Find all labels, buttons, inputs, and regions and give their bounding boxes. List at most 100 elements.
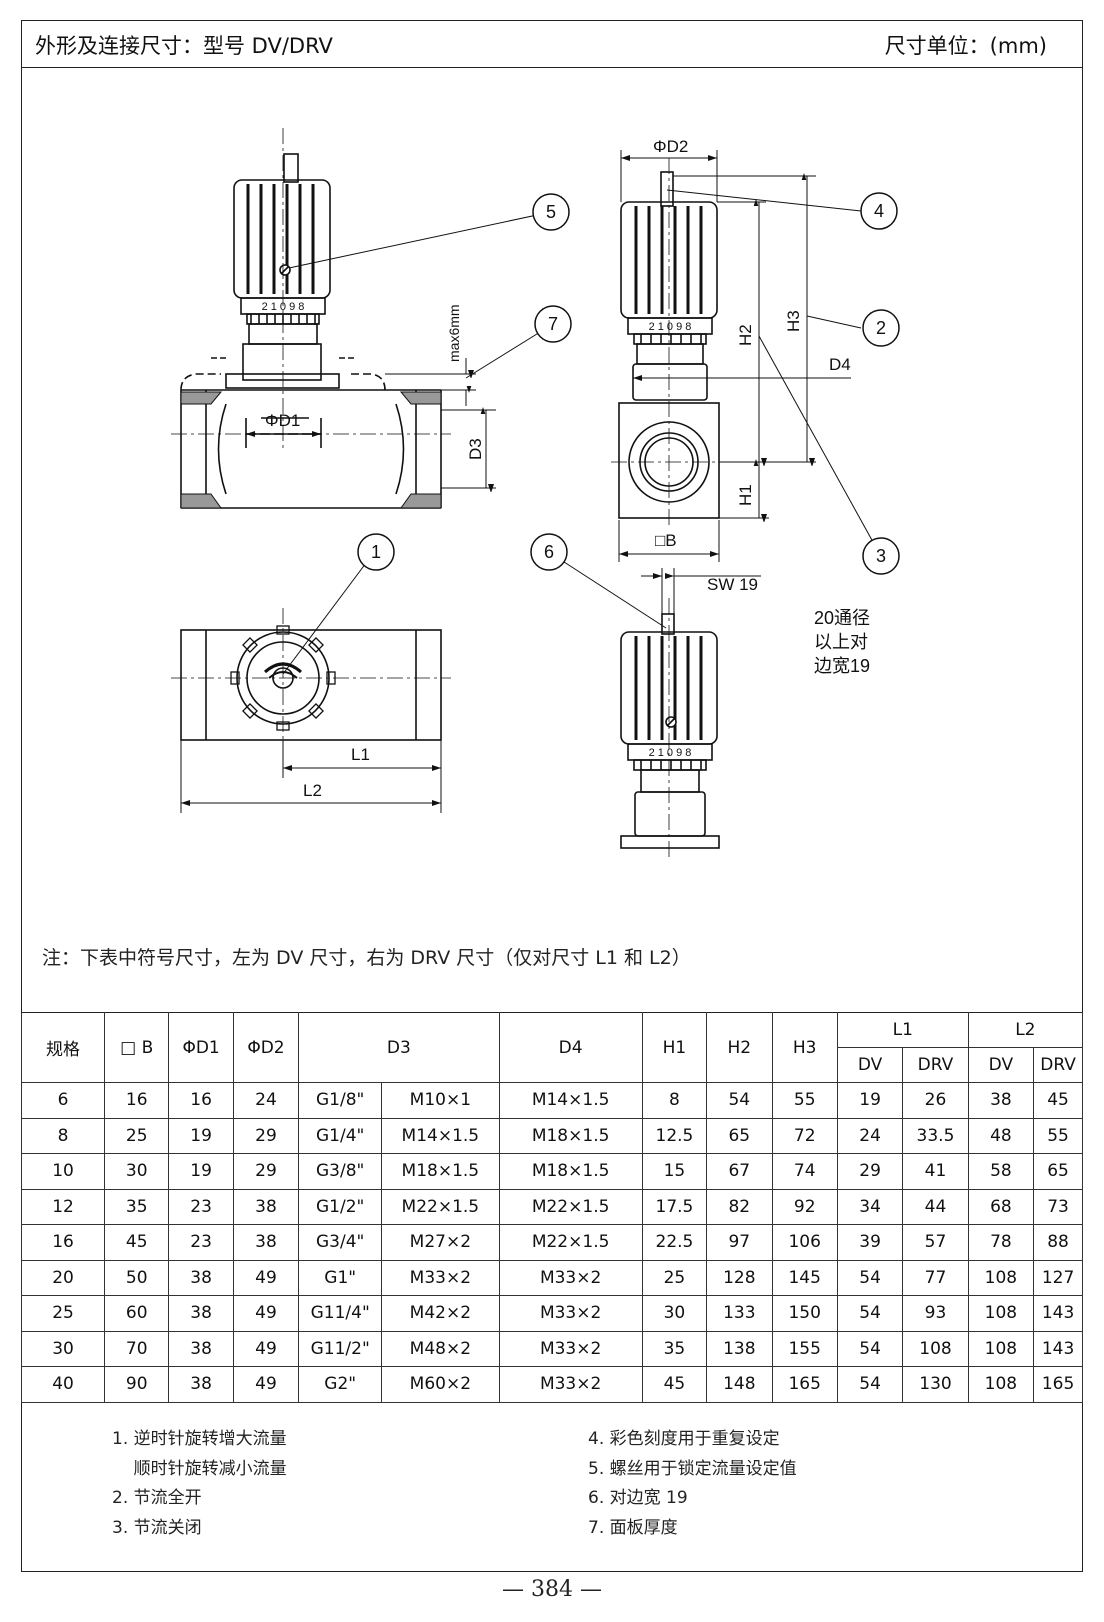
table-cell: 41	[902, 1153, 969, 1190]
table-cell: M18×1.5	[498, 1153, 643, 1190]
table-cell: G1/4"	[298, 1117, 383, 1154]
th-L1-DV: DV	[836, 1047, 904, 1083]
table-cell: 38	[967, 1082, 1035, 1119]
callout-6	[530, 533, 568, 571]
table-cell: 77	[902, 1259, 969, 1296]
table-cell: G2"	[298, 1366, 383, 1403]
table-cell: 150	[771, 1295, 838, 1332]
table-cell: 54	[836, 1366, 904, 1403]
table-cell: 35	[641, 1330, 708, 1367]
legend-item-6: 6. 对边宽 19	[588, 1488, 688, 1508]
table-cell: 25	[104, 1117, 170, 1154]
table-cell: 48	[967, 1117, 1035, 1154]
dim-B: □B	[655, 531, 677, 550]
legend-item-2: 2. 节流全开	[112, 1488, 202, 1508]
table-cell: 90	[104, 1366, 170, 1403]
table-cell: 19	[168, 1117, 234, 1154]
table-cell: M33×2	[381, 1259, 500, 1296]
table-note: 注：下表中符号尺寸，左为 DV 尺寸，右为 DRV 尺寸（仅对尺寸 L1 和 L…	[42, 947, 691, 969]
table-cell: 23	[168, 1224, 234, 1261]
table-cell: M14×1.5	[498, 1082, 643, 1119]
th-L1: L1	[836, 1012, 969, 1048]
table-cell: 108	[967, 1259, 1035, 1296]
dim-phiD1: ΦD1	[265, 411, 300, 430]
table-cell: 145	[771, 1259, 838, 1296]
table-cell: 29	[232, 1153, 300, 1190]
table-cell: 50	[104, 1259, 170, 1296]
dim-phiD2: ΦD2	[653, 137, 688, 156]
table-header-row: 规格 □ B ΦD1 ΦD2 D3 D4 H1 H2 H3 L1 L2	[20, 1012, 1084, 1083]
th-L2-DRV: DRV	[1033, 1047, 1083, 1083]
table-cell: 133	[706, 1295, 773, 1332]
th-D3: D3	[298, 1012, 500, 1083]
table-cell: G1/8"	[298, 1082, 383, 1119]
table-cell: 74	[771, 1153, 838, 1190]
dim-H2: H2	[736, 324, 755, 346]
table-cell: M42×2	[381, 1295, 500, 1332]
scale-marks-side: 2 1 0 9 8	[649, 321, 692, 333]
table-cell: M48×2	[381, 1330, 500, 1367]
table-cell: 55	[1033, 1117, 1083, 1154]
side-note-line-2: 以上对	[814, 632, 868, 652]
table-cell: 60	[104, 1295, 170, 1332]
table-cell: 19	[836, 1082, 904, 1119]
table-cell: 8	[641, 1082, 708, 1119]
callout-7	[534, 305, 572, 343]
legend-item-3: 3. 节流关闭	[112, 1517, 202, 1538]
table-cell: 143	[1033, 1295, 1083, 1332]
callout-4	[860, 192, 898, 230]
table-cell: 78	[967, 1224, 1035, 1261]
table-cell: M22×1.5	[498, 1188, 643, 1225]
table-cell: 38	[232, 1188, 300, 1225]
table-cell: 49	[232, 1330, 300, 1367]
table-cell: 29	[836, 1153, 904, 1190]
table-cell: 22.5	[641, 1224, 708, 1261]
table-cell: 38	[168, 1330, 234, 1367]
table-cell: 24	[836, 1117, 904, 1154]
dim-L2: L2	[303, 781, 322, 800]
table-cell: 130	[902, 1366, 969, 1403]
table-cell: 40	[20, 1366, 106, 1403]
table-cell: 72	[771, 1117, 838, 1154]
table-cell: G11/4"	[298, 1295, 383, 1332]
table-cell: 10	[20, 1153, 106, 1190]
table-cell: 30	[641, 1295, 708, 1332]
callout-5	[532, 193, 570, 231]
table-cell: M14×1.5	[381, 1117, 500, 1154]
callout-3	[862, 537, 900, 575]
callout-2	[862, 309, 900, 347]
legend-left: 1. 逆时针旋转增大流量 顺时针旋转减小流量 2. 节流全开 3. 节流关闭	[112, 1425, 287, 1543]
scale-marks-drv: 2 1 0 9 8	[649, 747, 692, 759]
th-B: □ B	[104, 1012, 170, 1083]
table-cell: 67	[706, 1153, 773, 1190]
table-cell: 143	[1033, 1330, 1083, 1367]
table-cell: 45	[641, 1366, 708, 1403]
table-cell: 65	[1033, 1153, 1083, 1190]
table-cell: G1"	[298, 1259, 383, 1296]
th-L1-DRV: DRV	[902, 1047, 969, 1083]
table-cell: 15	[641, 1153, 708, 1190]
side-note-line-3: 边宽19	[814, 656, 870, 676]
callout-1-label: 1	[371, 542, 381, 562]
table-subheader-row: DV DRV DV DRV	[22, 1047, 1083, 1083]
table-cell: 127	[1033, 1259, 1083, 1296]
table-cell: 35	[104, 1188, 170, 1225]
callout-2-label: 2	[876, 318, 886, 338]
table-cell: 155	[771, 1330, 838, 1367]
legend-item-1-cont: 顺时针旋转减小流量	[112, 1458, 287, 1479]
th-D1: ΦD1	[168, 1012, 234, 1083]
table-cell: 33.5	[902, 1117, 969, 1154]
table-cell: 16	[20, 1224, 106, 1261]
dim-H1: H1	[736, 484, 755, 506]
table-cell: 93	[902, 1295, 969, 1332]
table-cell: 23	[168, 1188, 234, 1225]
table-cell: 25	[641, 1259, 708, 1296]
table-cell: 49	[232, 1295, 300, 1332]
dim-D4: D4	[829, 355, 851, 374]
table-cell: M10×1	[381, 1082, 500, 1119]
dim-H3: H3	[784, 310, 803, 332]
